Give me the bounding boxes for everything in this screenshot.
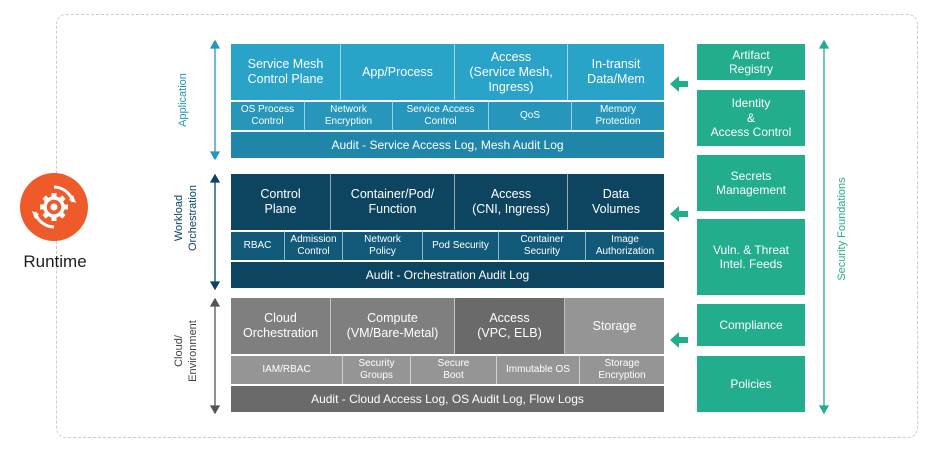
cloud-top-cell: Cloud Orchestration <box>231 298 331 354</box>
app-top-cell: Service Mesh Control Plane <box>231 44 341 100</box>
cloud-axis-label: Cloud/ Environment <box>173 320 199 382</box>
cloud-sub-cell: Secure Boot <box>411 354 497 384</box>
app-sub-cell: Service Access Control <box>393 100 489 130</box>
cloud-top-cell: Storage <box>565 298 664 354</box>
app-sub-cell: Memory Protection <box>572 100 664 130</box>
cloud-sub-cell: Immutable OS <box>497 354 580 384</box>
arrow-left-icon <box>670 332 688 348</box>
app-sub-cell: OS Process Control <box>231 100 305 130</box>
workload-sub-cell: Network Policy <box>343 230 423 260</box>
workload-sub-cell: Image Authorization <box>586 230 664 260</box>
app-top-cell: In-transit Data/Mem <box>568 44 664 100</box>
gear-cycle-icon <box>20 173 88 241</box>
security-axis-label: Security Foundations <box>836 177 848 281</box>
workload-top-cell: Control Plane <box>231 174 331 230</box>
security-axis <box>818 40 830 415</box>
workload-sub-cell: Pod Security <box>423 230 499 260</box>
security-item-identity-access: Identity & Access Control <box>697 90 805 146</box>
workload-axis-label: Workload Orchestration <box>173 184 199 252</box>
arrow-left-icon <box>670 206 688 222</box>
cloud-sub-cell: Storage Encryption <box>580 354 664 384</box>
cloud-top-cell: Compute (VM/Bare-Metal) <box>331 298 455 354</box>
security-item-vuln-feeds: Vuln. & Threat Intel. Feeds <box>697 219 805 295</box>
workload-sub-cell: Container Security <box>499 230 586 260</box>
cloud-sub-cell: Security Groups <box>343 354 411 384</box>
cloud-audit-bar: Audit - Cloud Access Log, OS Audit Log, … <box>231 384 664 412</box>
application-axis-label: Application <box>177 73 189 127</box>
app-sub-cell: QoS <box>489 100 572 130</box>
security-item-artifact-registry: Artifact Registry <box>697 44 805 80</box>
app-top-cell: App/Process <box>341 44 455 100</box>
workload-sub-cell: Admission Control <box>285 230 343 260</box>
app-audit-bar: Audit - Service Access Log, Mesh Audit L… <box>231 130 664 158</box>
cloud-top-cell: Access (VPC, ELB) <box>455 298 565 354</box>
security-item-secrets: Secrets Management <box>697 155 805 211</box>
cloud-sub-cell: IAM/RBAC <box>231 354 343 384</box>
security-item-policies: Policies <box>697 356 805 412</box>
workload-top-cell: Container/Pod/ Function <box>331 174 455 230</box>
workload-audit-bar: Audit - Orchestration Audit Log <box>231 260 664 288</box>
app-top-cell: Access (Service Mesh, Ingress) <box>455 44 568 100</box>
arrow-left-icon <box>670 76 688 92</box>
runtime-label: Runtime <box>23 252 87 271</box>
app-sub-cell: Network Encryption <box>305 100 393 130</box>
layer-axes <box>209 40 221 415</box>
workload-sub-cell: RBAC <box>231 230 285 260</box>
security-item-compliance: Compliance <box>697 304 805 346</box>
workload-top-cell: Data Volumes <box>568 174 664 230</box>
workload-top-cell: Access (CNI, Ingress) <box>455 174 568 230</box>
